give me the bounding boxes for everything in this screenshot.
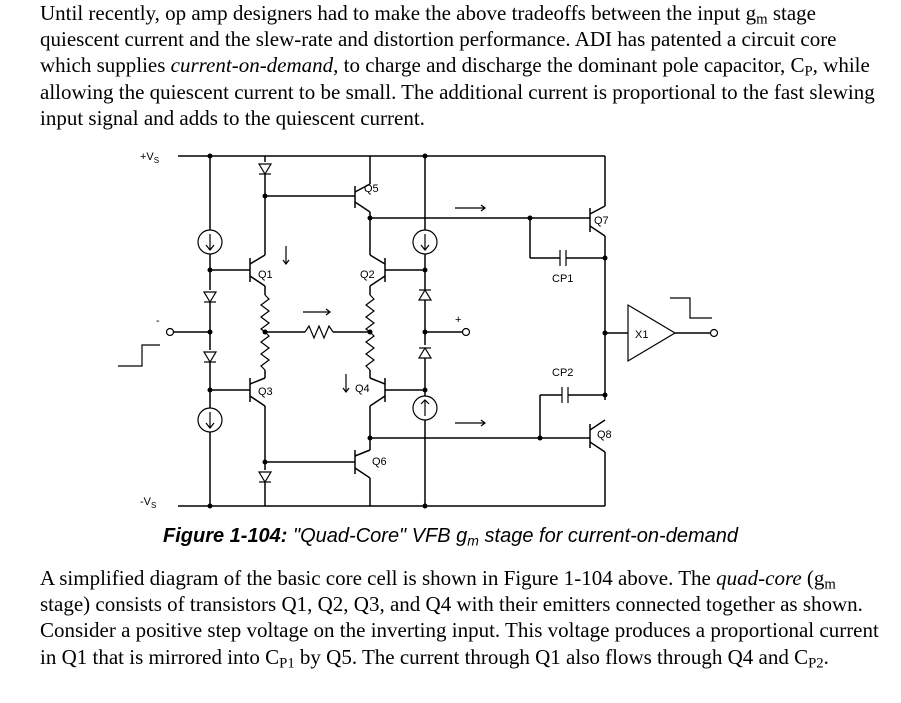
figure-number: Figure 1-104: — [162, 525, 288, 547]
minus-sign: - — [156, 315, 160, 327]
p2-text-2: (g — [801, 566, 825, 590]
p1-sub-2: P — [804, 64, 813, 81]
q8-label: Q8 — [597, 429, 612, 441]
q1-label: Q1 — [258, 269, 273, 281]
description-paragraph: A simplified diagram of the basic core c… — [40, 565, 890, 672]
caption-sub: m — [467, 532, 479, 549]
noninverting-input: + — [425, 314, 471, 337]
plus-sign: + — [455, 314, 461, 326]
p2-text-3: stage) consists of transistors Q1, Q2, Q… — [40, 592, 879, 669]
p1-text-2: stage quiescent current and the slew-rat… — [40, 1, 837, 78]
q2-label: Q2 — [360, 269, 375, 281]
p1-sub-1: m — [756, 11, 768, 28]
p2-text-4: by Q5. The current through Q1 also flows… — [294, 644, 809, 669]
p1-text-3: , to charge and discharge the dominant p… — [333, 53, 805, 78]
figure-caption: Figure 1-104: "Quad-Core" VFB gm stage f… — [0, 525, 901, 548]
step-input-waveform — [118, 344, 160, 367]
q3-label: Q3 — [258, 386, 273, 398]
p2-sub-3: P2 — [808, 655, 824, 672]
emitter-resistor — [265, 308, 370, 340]
p2-italic: quad-core — [716, 566, 802, 590]
vminus-label: -VS — [140, 496, 156, 510]
q6-label: Q6 — [372, 456, 387, 468]
p1-text-4: , while allowing the quiescent current t… — [40, 53, 875, 130]
vplus-label: +VS — [140, 151, 159, 165]
left-bias-column — [197, 153, 250, 509]
q5-label: Q5 — [364, 183, 379, 195]
p2-text-5: . — [823, 644, 829, 669]
x1-buffer: X1 — [602, 297, 719, 363]
step-output-waveform — [670, 297, 712, 319]
cp1-label: CP1 — [552, 273, 573, 285]
inverting-input: - — [118, 315, 213, 367]
output-stage-bottom: CP2 Q8 — [537, 367, 612, 506]
quad-core-circuit-diagram: +VS -VS - — [118, 151, 719, 510]
p1-italic: current-on-demand — [170, 53, 334, 78]
q7-label: Q7 — [594, 215, 609, 227]
p2-text-1: A simplified diagram of the basic core c… — [40, 566, 717, 590]
p1-text-1: Until recently, op amp designers had to … — [40, 1, 757, 25]
q2-q4-column: Q5 Q2 Q4 Q6 — [342, 156, 590, 506]
q1-q3-column: Q1 Q3 — [249, 156, 355, 506]
caption-text-b: stage for current-on-demand — [478, 525, 738, 547]
output-stage-top: CP1 Q7 — [527, 156, 609, 400]
x1-label: X1 — [635, 329, 648, 341]
caption-text-a: "Quad-Core" VFB g — [287, 525, 468, 547]
q4-label: Q4 — [355, 383, 370, 395]
p2-sub-1: m — [824, 576, 836, 593]
intro-paragraph: Until recently, op amp designers had to … — [40, 0, 890, 131]
p2-sub-2: P1 — [279, 655, 295, 672]
cp2-label: CP2 — [552, 367, 573, 379]
right-bias-column — [412, 153, 438, 509]
